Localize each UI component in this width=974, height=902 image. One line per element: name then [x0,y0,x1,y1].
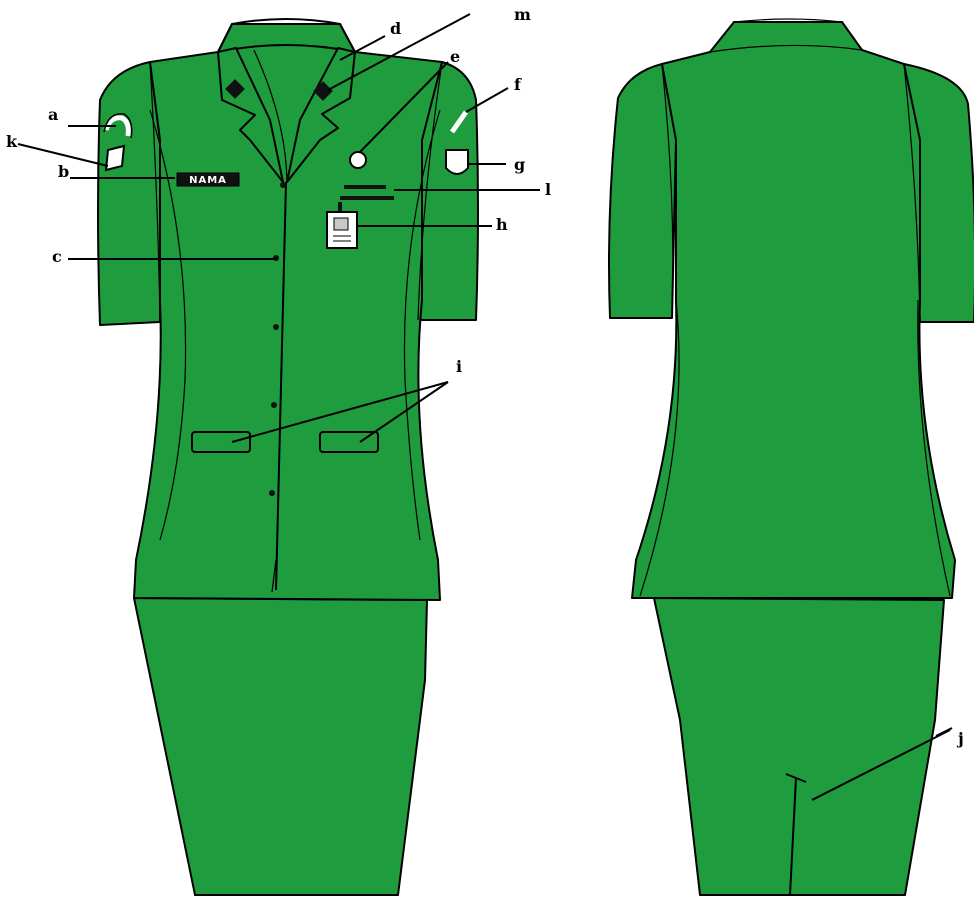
front-button [271,402,277,408]
id-card-photo [334,218,348,230]
label-e: e [450,47,460,66]
ribbon-bar-top [344,185,386,189]
front-jacket-body [134,24,442,600]
label-g: g [514,155,525,174]
ribbon-bar-bottom [340,196,394,200]
name-tag-text: NAMA [189,175,227,186]
label-d: d [390,19,401,38]
label-f: f [514,75,522,94]
front-button [280,182,286,188]
front-view: NAMA [98,19,478,895]
back-skirt [654,598,944,895]
label-i: i [456,357,462,376]
right-sleeve-shield-patch [446,150,468,174]
label-b: b [58,162,69,181]
back-jacket-body [632,22,955,598]
label-k: k [6,132,18,151]
label-m: m [514,5,531,24]
leader-j-tick [936,728,952,736]
front-button [269,490,275,496]
label-l: l [545,180,551,199]
label-a: a [48,105,58,124]
back-view [609,19,974,895]
label-j: j [956,729,964,748]
chest-emblem [350,152,366,168]
front-button [273,324,279,330]
front-left-sleeve [98,62,160,325]
left-sleeve-patch [106,146,124,170]
label-h: h [496,215,508,234]
left-pocket-flap [192,432,250,452]
label-c: c [52,247,62,266]
front-skirt [134,598,427,895]
